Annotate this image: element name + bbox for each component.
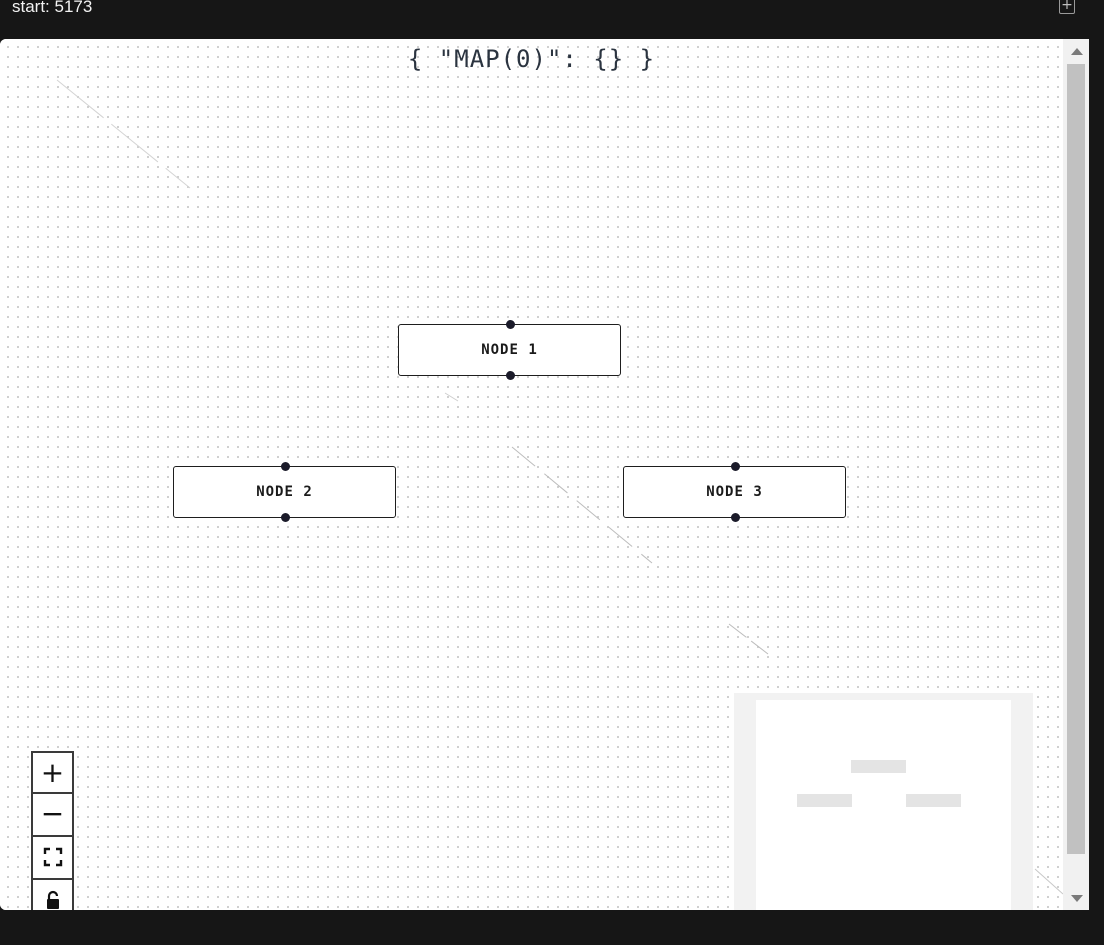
scrollbar-thumb[interactable]: [1067, 64, 1085, 854]
node-1-label: NODE 1: [481, 342, 538, 358]
minimap-node-3: [906, 794, 961, 807]
edge-node1-node2: [444, 392, 459, 402]
vertical-scrollbar[interactable]: [1063, 39, 1089, 910]
edges-layer: [56, 79, 1063, 895]
minus-icon: −: [40, 797, 65, 830]
flow-panel: { "MAP(0)": {} } NODE 1 NODE 2 NODE 3 +: [0, 39, 1089, 910]
node-1-top-handle[interactable]: [506, 320, 515, 329]
zoom-out-button[interactable]: −: [31, 794, 74, 837]
node-2[interactable]: NODE 2: [173, 462, 396, 522]
node-1[interactable]: NODE 1: [398, 320, 621, 380]
map-title: { "MAP(0)": {} }: [407, 45, 656, 73]
node-3[interactable]: NODE 3: [623, 462, 846, 522]
node-2-label: NODE 2: [256, 484, 313, 500]
edge-node1-node3: [511, 446, 653, 564]
fit-view-icon: [43, 847, 62, 867]
flow-controls: + −: [31, 751, 74, 910]
zoom-in-button[interactable]: +: [31, 751, 74, 794]
top-bar: start: 5173 +: [0, 0, 1104, 39]
lock-button[interactable]: [31, 880, 74, 910]
minimap[interactable]: [734, 693, 1033, 910]
scroll-up-icon[interactable]: [1071, 48, 1083, 55]
edge-stray-3: [1034, 868, 1063, 895]
minimap-viewport[interactable]: [756, 700, 1011, 910]
add-panel-icon[interactable]: +: [1059, 0, 1075, 14]
node-1-bottom-handle[interactable]: [506, 371, 515, 380]
edge-stray: [56, 79, 191, 189]
node-3-label: NODE 3: [706, 484, 763, 500]
node-3-top-handle[interactable]: [731, 462, 740, 471]
node-2-top-handle[interactable]: [281, 462, 290, 471]
scroll-down-icon[interactable]: [1071, 895, 1083, 902]
minimap-node-1: [851, 760, 906, 773]
minimap-node-2: [797, 794, 852, 807]
plus-icon: +: [40, 756, 65, 789]
node-3-bottom-handle[interactable]: [731, 513, 740, 522]
fit-view-button[interactable]: [31, 837, 74, 880]
edge-stray-2: [728, 623, 769, 655]
node-2-bottom-handle[interactable]: [281, 513, 290, 522]
flow-canvas[interactable]: { "MAP(0)": {} } NODE 1 NODE 2 NODE 3 +: [0, 39, 1063, 910]
lock-icon: [46, 890, 59, 909]
start-label: start: 5173: [12, 0, 93, 16]
